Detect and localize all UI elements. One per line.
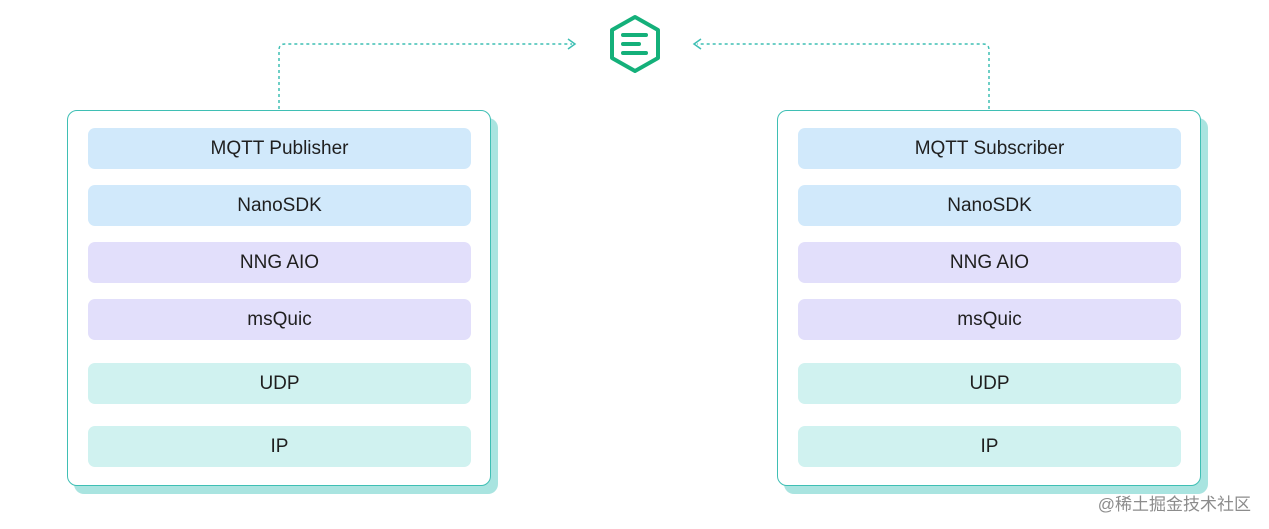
publisher-app-layer: MQTT Publisher: [88, 128, 471, 169]
publisher-to-hub-arrowhead: [567, 38, 577, 50]
subscriber-to-hub-arrowhead: [692, 38, 702, 50]
publisher-stack: MQTT Publisher NanoSDK NNG AIO msQuic UD…: [67, 110, 498, 494]
subscriber-stack: MQTT Subscriber NanoSDK NNG AIO msQuic U…: [777, 110, 1208, 494]
watermark-text: @稀土掘金技术社区: [1097, 495, 1251, 514]
publisher-stack-card: MQTT Publisher NanoSDK NNG AIO msQuic UD…: [67, 110, 491, 486]
subscriber-sdk-layer: NanoSDK: [798, 185, 1181, 226]
subscriber-aio-layer: NNG AIO: [798, 242, 1181, 283]
publisher-sdk-layer: NanoSDK: [88, 185, 471, 226]
publisher-udp-layer: UDP: [88, 363, 471, 404]
publisher-to-hub-connector: [278, 43, 572, 109]
publisher-quic-layer: msQuic: [88, 299, 471, 340]
subscriber-stack-card: MQTT Subscriber NanoSDK NNG AIO msQuic U…: [777, 110, 1201, 486]
subscriber-to-hub-connector: [697, 43, 990, 109]
subscriber-udp-layer: UDP: [798, 363, 1181, 404]
emqx-hexagon-logo-icon: [610, 15, 660, 73]
subscriber-quic-layer: msQuic: [798, 299, 1181, 340]
subscriber-app-layer: MQTT Subscriber: [798, 128, 1181, 169]
publisher-ip-layer: IP: [88, 426, 471, 467]
publisher-aio-layer: NNG AIO: [88, 242, 471, 283]
subscriber-ip-layer: IP: [798, 426, 1181, 467]
